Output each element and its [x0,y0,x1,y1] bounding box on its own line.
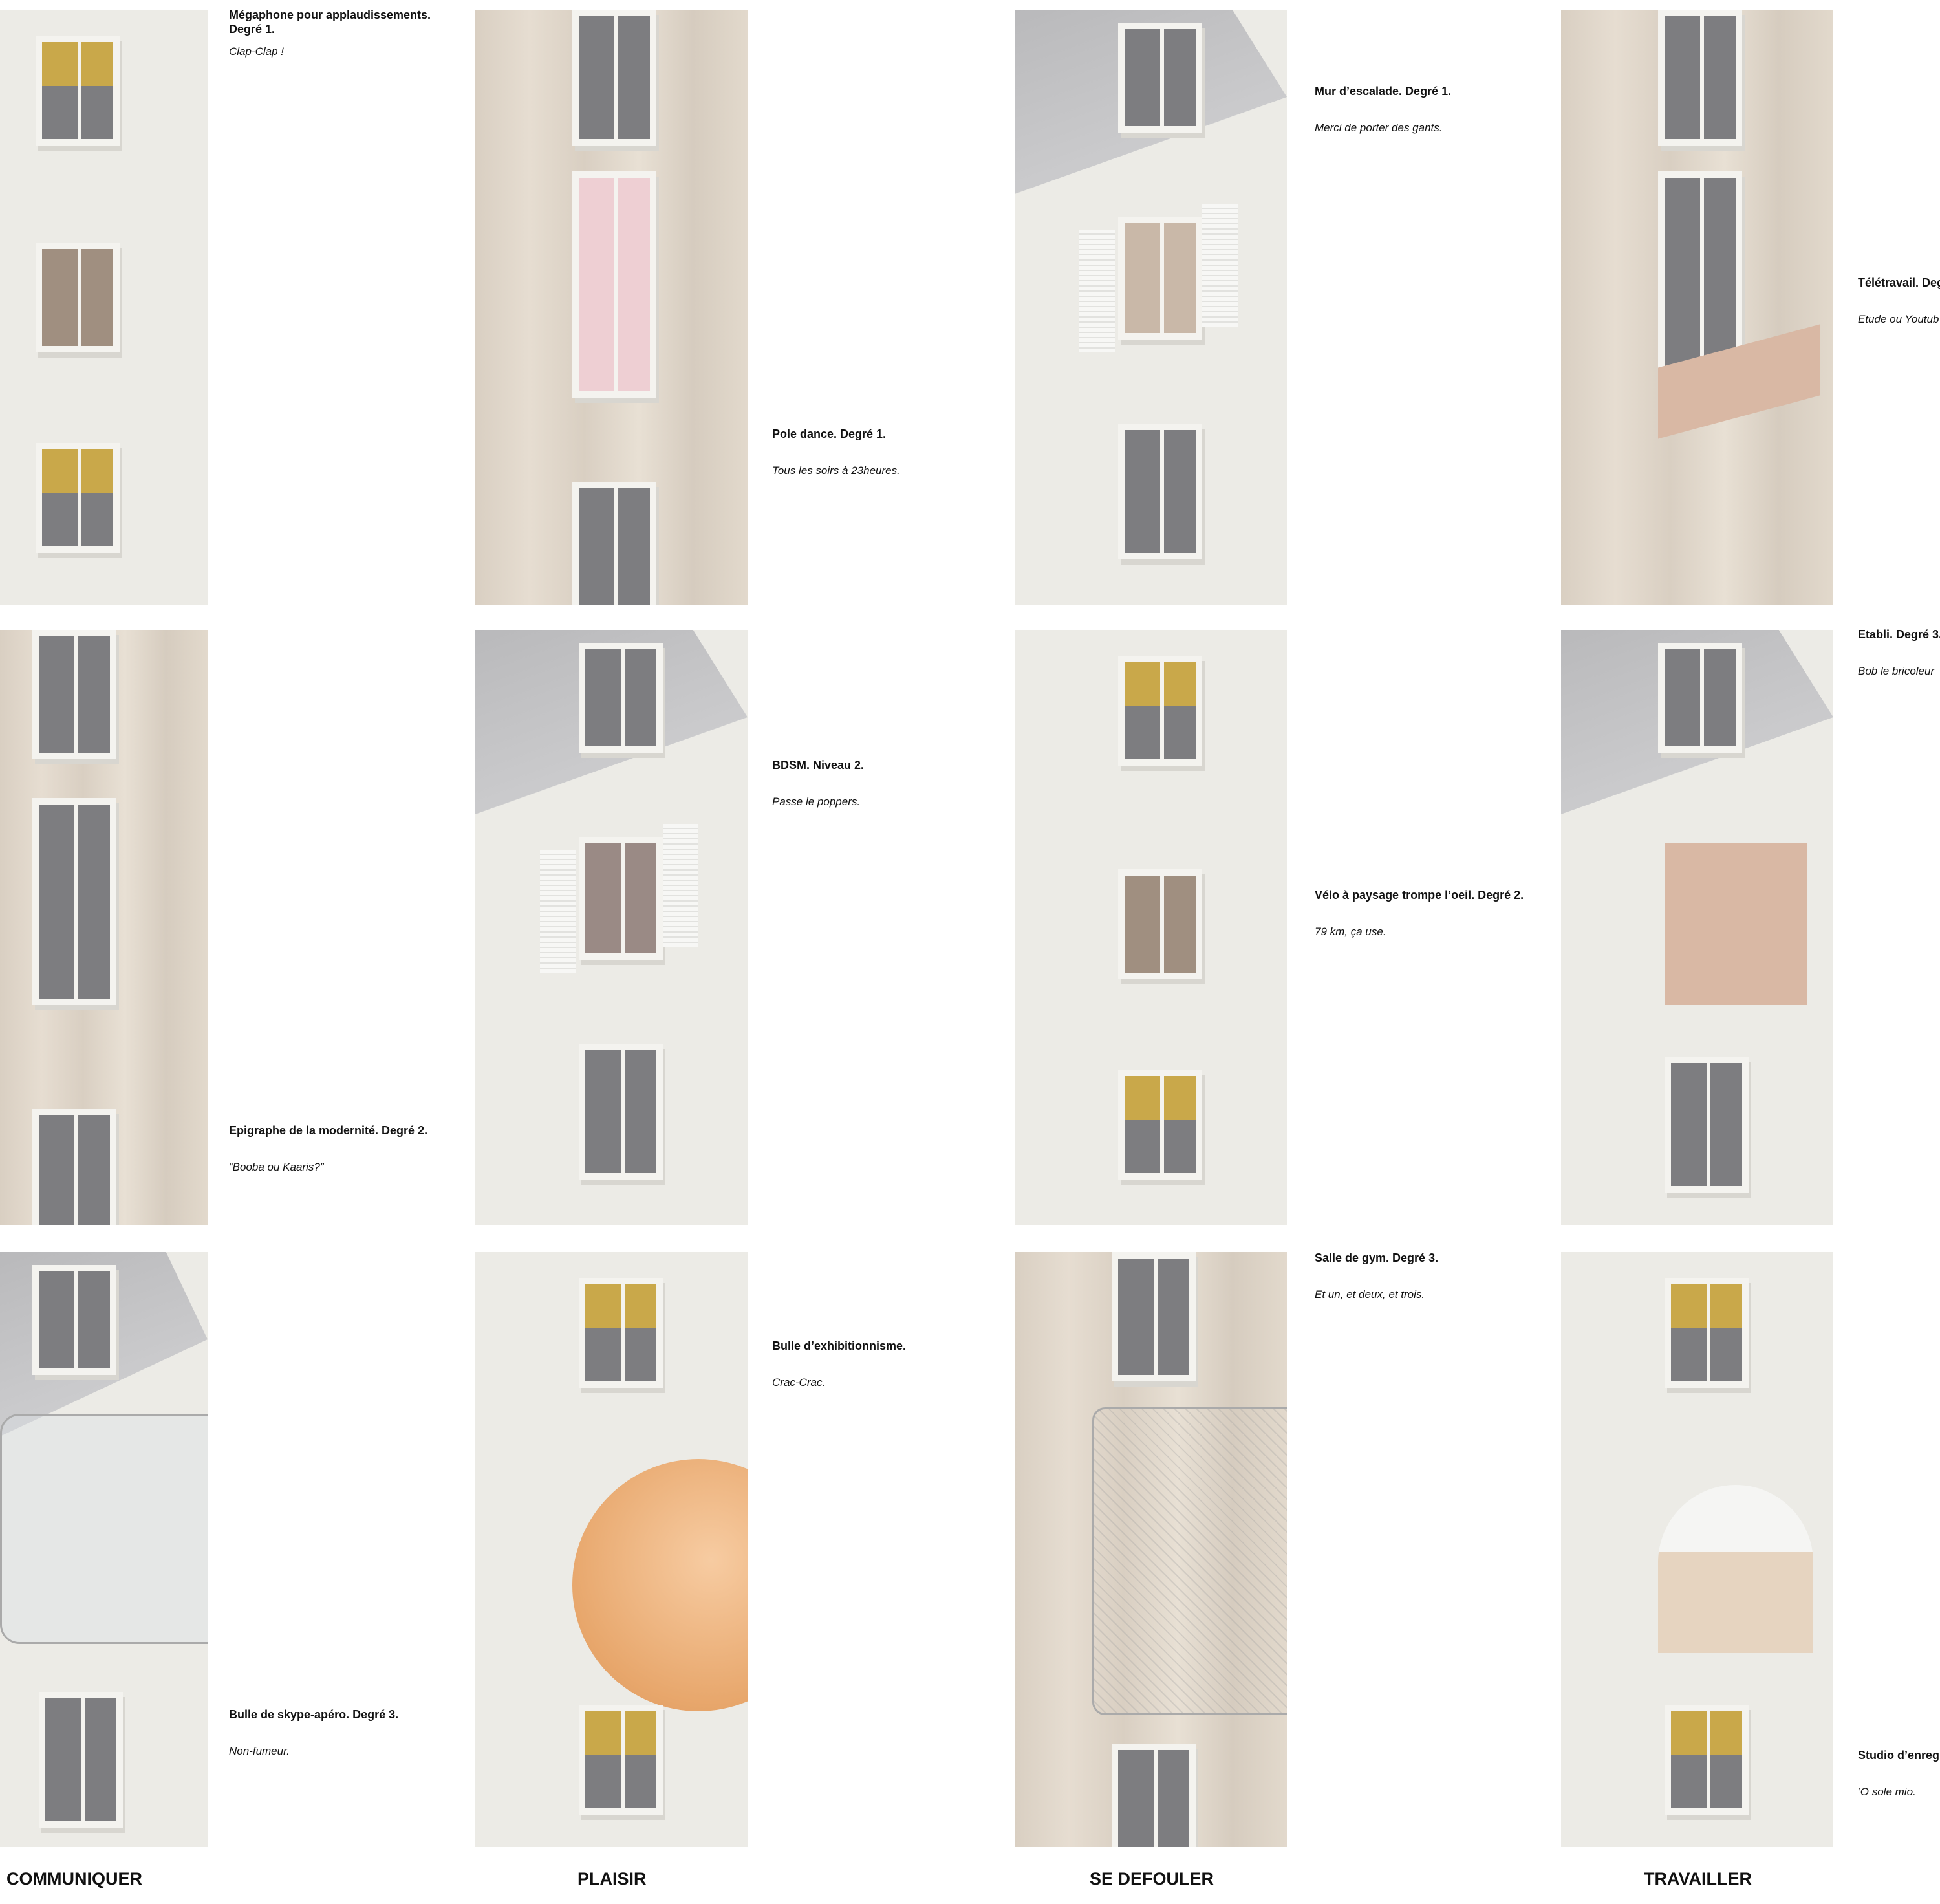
caption: Salle de gym. Degré 3.Et un, et deux, et… [1315,1251,1439,1301]
shutter [540,850,576,973]
window [36,243,120,352]
window [39,1692,123,1828]
workbench-box [1665,843,1807,1005]
column-label-travailler: TRAVAILLER [1644,1869,1752,1888]
caption: BDSM. Niveau 2.Passe le poppers. [772,759,865,808]
window [1118,217,1202,340]
facade-bdsm [475,630,748,1225]
facade-studio [1561,1252,1833,1847]
window [1112,1744,1196,1847]
window [579,1044,663,1180]
window [32,798,116,1005]
window [1658,643,1742,753]
facade-velo [1015,630,1287,1225]
caption: Studio d’enreg’O sole mio. [1858,1749,1939,1798]
facade-skype-apero [0,1252,208,1847]
caption: Epigraphe de la modernité. Degré 2.“Boob… [229,1124,428,1173]
caption: Mur d’escalade. Degré 1.Merci de porter … [1315,85,1452,134]
window [1665,1057,1749,1193]
glass-bubble [0,1414,208,1644]
shutter [1079,230,1115,352]
window [572,171,656,398]
window [36,36,120,146]
shutter [663,824,698,947]
facade-epigraphe [0,630,208,1225]
gym-cage [1092,1407,1287,1715]
shutter [1202,204,1238,327]
facade-exhibitionnisme [475,1252,748,1847]
window [572,10,656,146]
facade-climbing-wall [1015,10,1287,605]
facade-pole-dance [475,10,748,605]
caption: Bulle d’exhibitionnisme.Crac-Crac. [772,1339,907,1389]
facade-teletravail [1561,10,1833,605]
window [1665,1705,1749,1815]
orange-bubble [572,1459,748,1711]
window [1658,10,1742,146]
window [1118,23,1202,133]
window [32,1265,116,1375]
facade-megaphone [0,10,208,605]
caption: Vélo à paysage trompe l’oeil. Degré 2.79… [1315,889,1524,938]
caption: Etabli. Degré 3.Bob le bricoleur [1858,628,1940,677]
window [1118,424,1202,559]
caption: Pole dance. Degré 1.Tous les soirs à 23h… [772,427,900,477]
window [572,482,656,605]
column-label-se-defouler: SE DEFOULER [1090,1869,1214,1888]
window [1118,1070,1202,1180]
window [579,1705,663,1815]
window [1118,869,1202,979]
caption: Mégaphone pour applaudissements. Degré 1… [229,8,431,58]
window [1112,1252,1196,1381]
caption: Bulle de skype-apéro. Degré 3.Non-fumeur… [229,1708,399,1757]
facade-gym [1015,1252,1287,1847]
window [579,1278,663,1388]
facade-etabli [1561,630,1833,1225]
window [32,1109,116,1225]
window [36,443,120,553]
window [579,643,663,753]
window [1665,1278,1749,1388]
window [579,837,663,960]
window [32,630,116,759]
column-label-communiquer: COMMUNIQUER [6,1869,142,1888]
column-label-plaisir: PLAISIR [577,1869,647,1888]
window [1118,656,1202,766]
studio-pod [1658,1485,1813,1653]
